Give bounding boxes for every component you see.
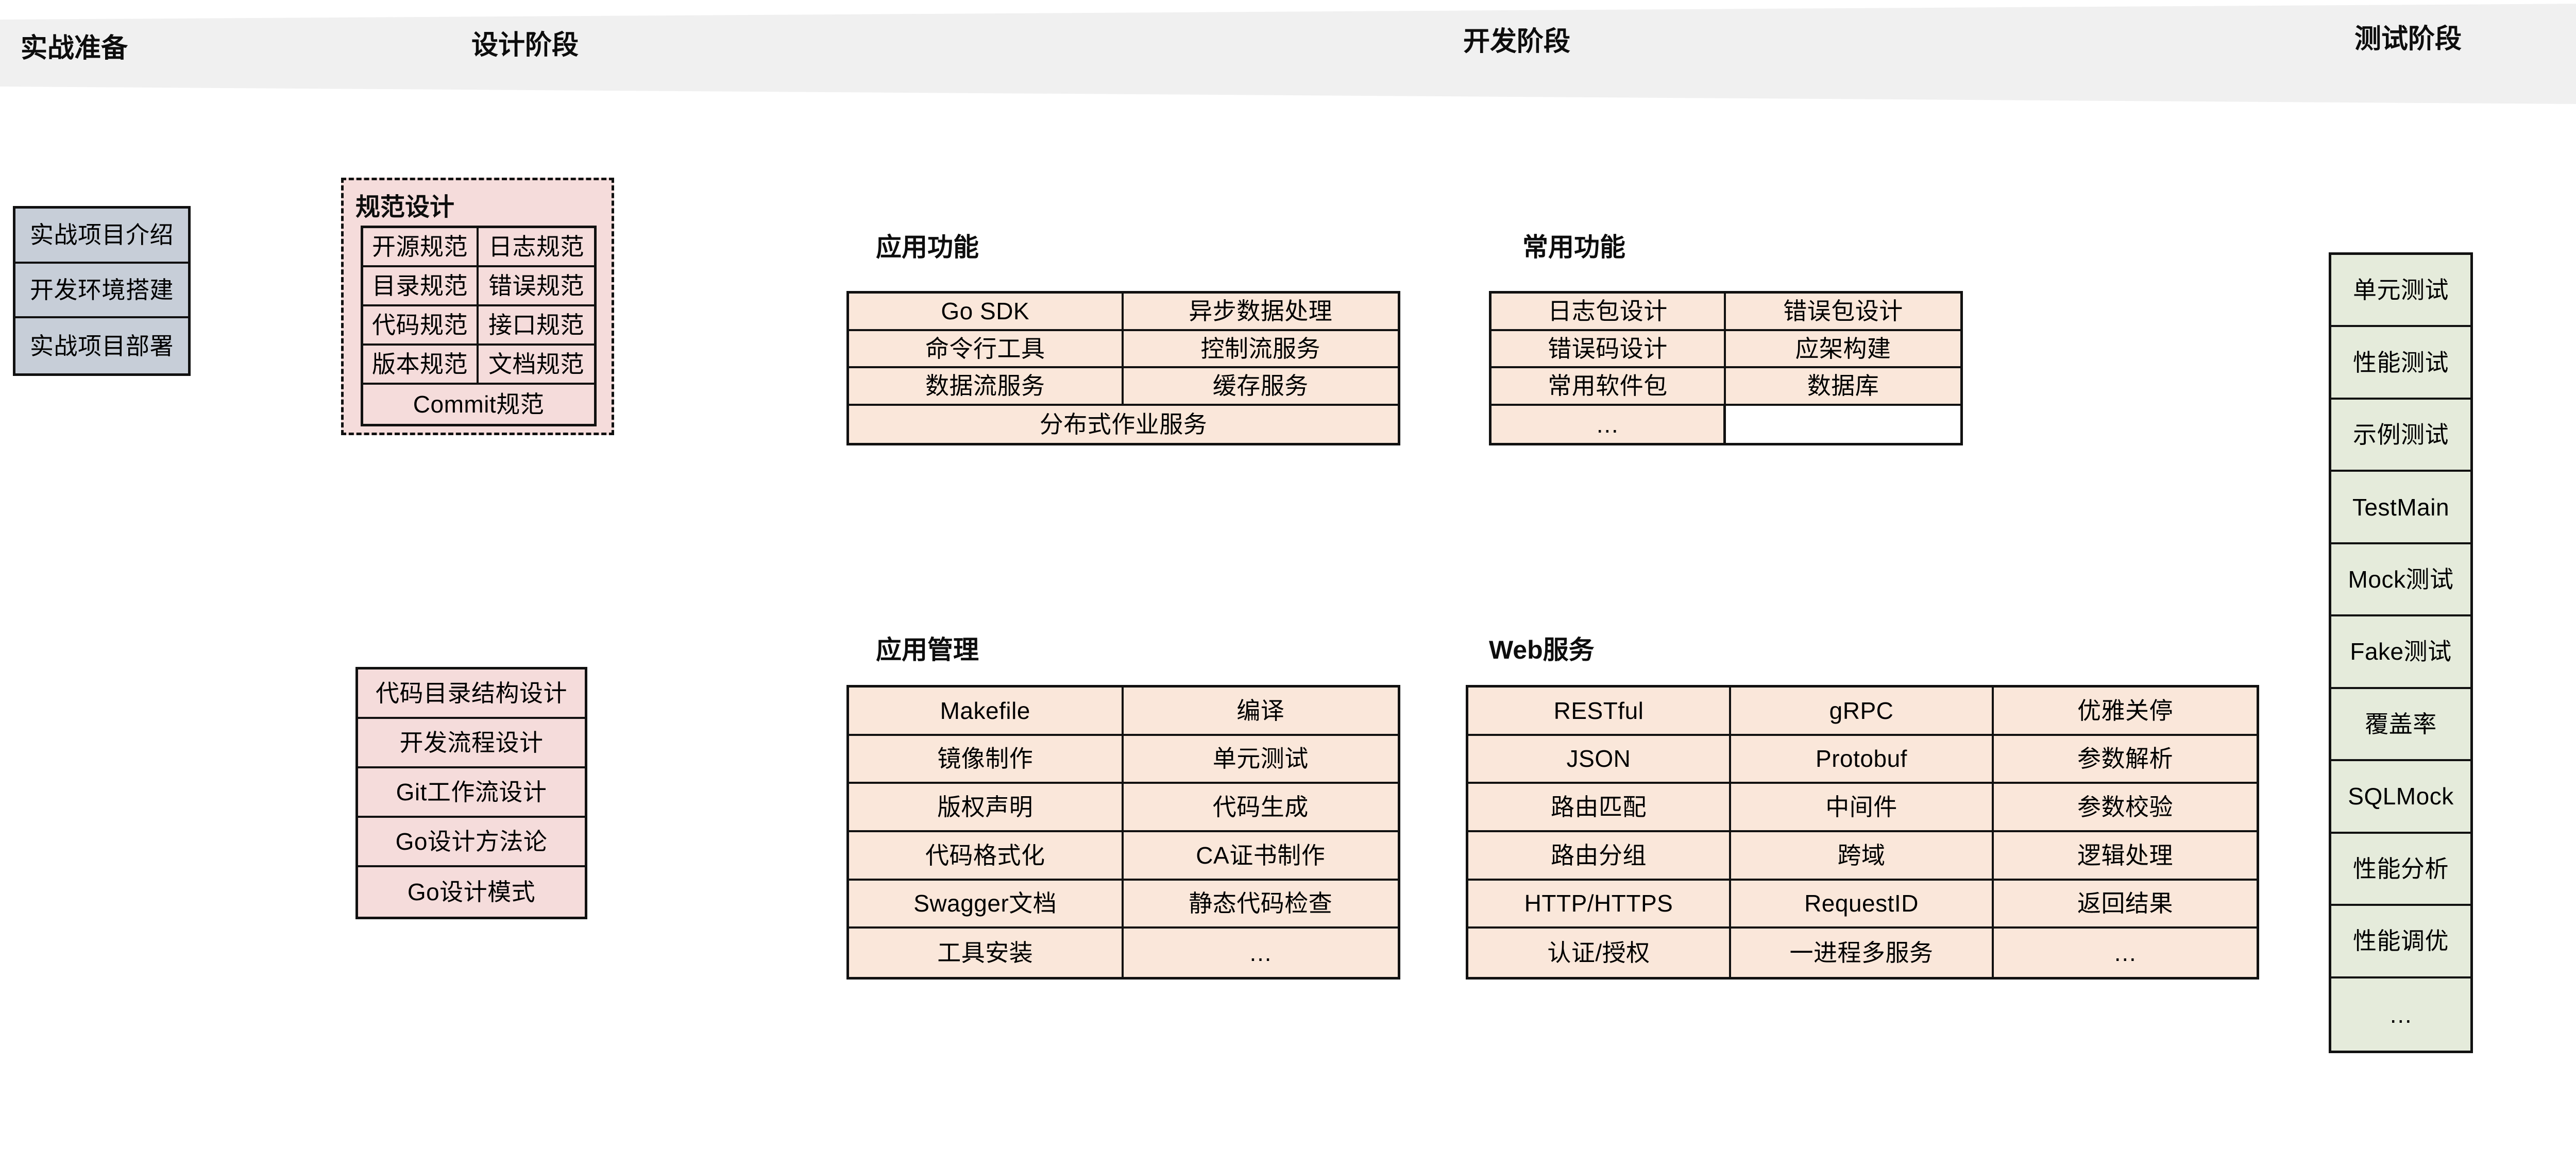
app-function-cell[interactable]: 异步数据处理 [1123,294,1398,331]
spec-cell[interactable]: 错误规范 [479,267,594,306]
common-function-block: 日志包设计 错误包设计 错误码设计 应架构建 常用软件包 数据库 … [1489,291,1963,445]
app-function-title: 应用功能 [876,233,979,262]
app-manage-cell[interactable]: Swagger文档 [849,880,1124,929]
common-function-cell[interactable]: 常用软件包 [1492,368,1726,406]
spec-design-block: 开源规范 日志规范 目录规范 错误规范 代码规范 接口规范 版本规范 文档规范 … [361,226,597,426]
test-phase-row[interactable]: 性能分析 [2331,833,2470,906]
app-manage-block: Makefile 编译 镜像制作 单元测试 版权声明 代码生成 代码格式化 CA… [846,685,1400,980]
app-manage-cell[interactable]: CA证书制作 [1123,832,1398,881]
design-list-row[interactable]: Git工作流设计 [358,768,585,818]
common-function-cell[interactable]: 应架构建 [1726,331,1960,368]
web-service-cell[interactable]: RESTful [1468,688,1731,736]
web-service-cell[interactable]: 跨域 [1731,832,1994,881]
app-manage-cell-ellipsis[interactable]: … [1123,929,1398,977]
web-service-cell[interactable]: Protobuf [1731,735,1994,784]
test-phase-block: 单元测试 性能测试 示例测试 TestMain Mock测试 Fake测试 覆盖… [2329,252,2473,1053]
app-manage-title: 应用管理 [876,635,979,664]
web-service-cell[interactable]: RequestID [1731,880,1994,929]
app-manage-cell[interactable]: 工具安装 [849,929,1124,977]
web-service-cell[interactable]: 参数解析 [1994,735,2257,784]
test-phase-row[interactable]: 覆盖率 [2331,689,2470,762]
app-manage-cell[interactable]: Makefile [849,688,1124,736]
app-function-cell[interactable]: 命令行工具 [849,331,1124,368]
test-phase-row[interactable]: 性能测试 [2331,327,2470,400]
app-manage-cell[interactable]: 代码格式化 [849,832,1124,881]
common-function-cell-ellipsis[interactable]: … [1492,405,1726,443]
web-service-cell[interactable]: 一进程多服务 [1731,929,1994,977]
spec-cell[interactable]: 目录规范 [363,267,479,306]
web-service-cell[interactable]: 路由分组 [1468,832,1731,881]
common-function-cell[interactable]: 日志包设计 [1492,294,1726,331]
prep-row[interactable]: 开发环境搭建 [15,263,188,319]
app-function-cell[interactable]: Go SDK [849,294,1124,331]
phase-label-prep: 实战准备 [21,33,128,63]
design-list-row[interactable]: 开发流程设计 [358,719,585,768]
common-function-cell-empty [1726,405,1960,443]
phase-banner: 实战准备 设计阶段 开发阶段 测试阶段 部署阶段 Tips [0,0,2576,108]
spec-cell[interactable]: 接口规范 [479,306,594,346]
web-service-cell[interactable]: 参数校验 [1994,784,2257,832]
web-service-cell[interactable]: 路由匹配 [1468,784,1731,832]
design-list-row[interactable]: Go设计模式 [358,867,585,917]
test-phase-row[interactable]: Fake测试 [2331,616,2470,689]
test-phase-row[interactable]: 单元测试 [2331,255,2470,328]
web-service-cell[interactable]: HTTP/HTTPS [1468,880,1731,929]
spec-cell[interactable]: 日志规范 [479,228,594,267]
prep-row[interactable]: 实战项目介绍 [15,209,188,264]
web-service-cell[interactable]: gRPC [1731,688,1994,736]
app-manage-cell[interactable]: 镜像制作 [849,735,1124,784]
app-manage-cell[interactable]: 静态代码检查 [1123,880,1398,929]
web-service-block: RESTful gRPC 优雅关停 JSON Protobuf 参数解析 路由匹… [1466,685,2259,980]
phase-label-test: 测试阶段 [2354,24,2462,54]
common-function-cell[interactable]: 错误码设计 [1492,331,1726,368]
web-service-cell[interactable]: 返回结果 [1994,880,2257,929]
test-phase-row[interactable]: TestMain [2331,472,2470,544]
prep-block: 实战项目介绍 开发环境搭建 实战项目部署 [13,206,191,376]
web-service-cell[interactable]: JSON [1468,735,1731,784]
phase-label-design: 设计阶段 [471,30,579,60]
design-list-block: 代码目录结构设计 开发流程设计 Git工作流设计 Go设计方法论 Go设计模式 [355,667,587,919]
phase-label-dev: 开发阶段 [1463,26,1571,57]
spec-cell-commit[interactable]: Commit规范 [363,385,594,424]
design-list-row[interactable]: Go设计方法论 [358,818,585,867]
test-phase-row[interactable]: Mock测试 [2331,544,2470,617]
web-service-cell[interactable]: 认证/授权 [1468,929,1731,977]
banner-arrow-shape [0,4,2576,104]
test-phase-row[interactable]: SQLMock [2331,761,2470,834]
web-service-cell[interactable]: 优雅关停 [1994,688,2257,736]
spec-cell[interactable]: 开源规范 [363,228,479,267]
app-function-cell-full[interactable]: 分布式作业服务 [849,405,1398,443]
web-service-cell[interactable]: 逻辑处理 [1994,832,2257,881]
prep-row[interactable]: 实战项目部署 [15,318,188,373]
app-function-block: Go SDK 异步数据处理 命令行工具 控制流服务 数据流服务 缓存服务 分布式… [846,291,1400,445]
common-function-cell[interactable]: 数据库 [1726,368,1960,406]
app-function-cell[interactable]: 控制流服务 [1123,331,1398,368]
app-manage-cell[interactable]: 编译 [1123,688,1398,736]
spec-cell[interactable]: 文档规范 [479,346,594,385]
design-list-row[interactable]: 代码目录结构设计 [358,669,585,719]
web-service-cell[interactable]: 中间件 [1731,784,1994,832]
test-phase-row-ellipsis[interactable]: … [2331,978,2470,1051]
web-service-cell-ellipsis[interactable]: … [1994,929,2257,977]
app-manage-cell[interactable]: 版权声明 [849,784,1124,832]
app-manage-cell[interactable]: 单元测试 [1123,735,1398,784]
app-function-cell[interactable]: 数据流服务 [849,368,1124,406]
test-phase-row[interactable]: 性能调优 [2331,906,2470,978]
spec-design-title: 规范设计 [355,194,455,221]
test-phase-row[interactable]: 示例测试 [2331,399,2470,472]
app-function-cell[interactable]: 缓存服务 [1123,368,1398,406]
app-manage-cell[interactable]: 代码生成 [1123,784,1398,832]
spec-cell[interactable]: 版本规范 [363,346,479,385]
spec-cell[interactable]: 代码规范 [363,306,479,346]
common-function-title: 常用功能 [1522,233,1625,262]
web-service-title: Web服务 [1489,635,1595,664]
common-function-cell[interactable]: 错误包设计 [1726,294,1960,331]
